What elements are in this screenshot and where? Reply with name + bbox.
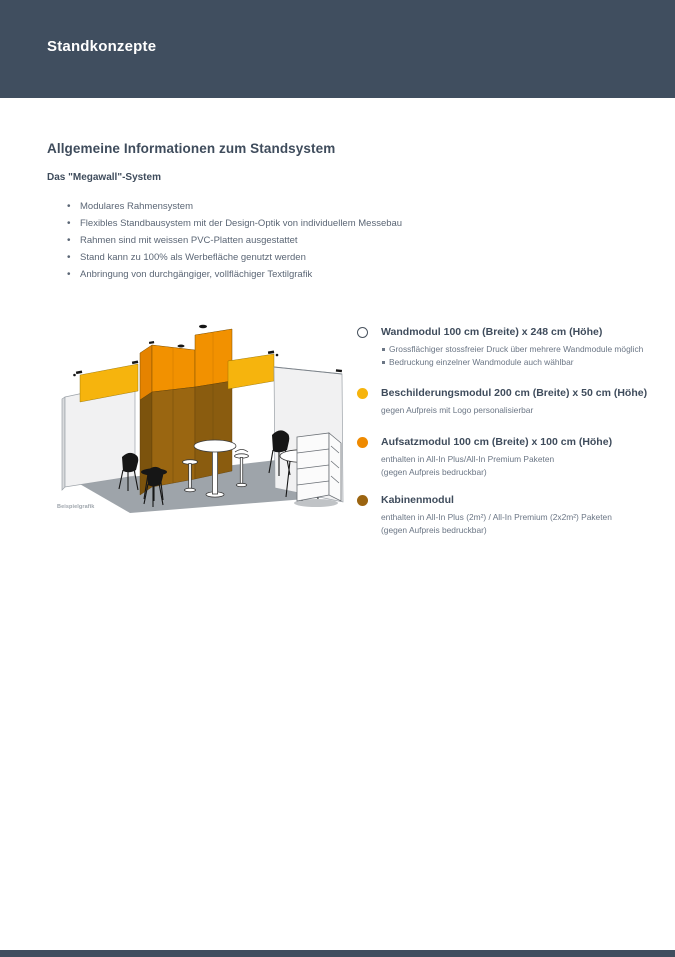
booth-furniture (118, 430, 342, 507)
bullet-item: Modulares Rahmensystem (67, 198, 487, 215)
legend-note: gegen Aufpreis mit Logo personalisierbar (381, 405, 534, 415)
legend-note: (gegen Aufpreis bedruckbar) (381, 467, 487, 477)
bar-table (193, 439, 237, 498)
section-heading: Allgemeine Informationen zum Standsystem (47, 141, 336, 156)
left-signage-band (73, 360, 139, 403)
orange-circle-icon (357, 437, 368, 448)
legend-item-aufsatzmodul: Aufsatzmodul 100 cm (Breite) x 100 cm (H… (357, 436, 662, 479)
booth-floor (78, 457, 330, 513)
bullet-item: Rahmen sind mit weissen PVC-Platten ausg… (67, 232, 487, 249)
right-signage-band (227, 350, 279, 390)
brown-circle-icon (357, 495, 368, 506)
legend-note: enthalten in All-In Plus (2m²) / All-In … (381, 512, 612, 522)
feature-bullet-list: Modulares Rahmensystem Flexibles Standba… (67, 198, 487, 283)
bullet-item: Flexibles Standbausystem mit der Design-… (67, 215, 487, 232)
legend-item-wandmodul: Wandmodul 100 cm (Breite) x 248 cm (Höhe… (357, 326, 662, 369)
legend-title: Kabinenmodul (381, 494, 454, 506)
legend-note: (gegen Aufpreis bedruckbar) (381, 525, 487, 535)
footer-bar (0, 950, 675, 957)
brochure-rack (294, 432, 342, 507)
illustration-caption: Beispielgrafik (57, 504, 95, 510)
spotlight-icon (177, 344, 185, 348)
legend-item-beschilderungsmodul: Beschilderungsmodul 200 cm (Breite) x 50… (357, 387, 662, 417)
yellow-circle-icon (357, 388, 368, 399)
legend-title: Aufsatzmodul 100 cm (Breite) x 100 cm (H… (381, 436, 613, 448)
bar-stool (182, 459, 198, 493)
section-subheading: Das "Megawall"-System (47, 172, 161, 183)
legend-title: Wandmodul 100 cm (Breite) x 248 cm (Höhe… (381, 326, 603, 338)
legend-note: enthalten in All-In Plus/All-In Premium … (381, 454, 555, 464)
booth-illustration: Beispielgrafik (57, 324, 344, 513)
spotlight-icon (199, 324, 207, 329)
legend-note: Bedruckung einzelner Wandmodule auch wäh… (381, 356, 662, 369)
page-header-bar: Standkonzepte (0, 0, 675, 98)
legend-item-kabinenmodul: Kabinenmodul enthalten in All-In Plus (2… (357, 494, 662, 537)
legend-title: Beschilderungsmodul 200 cm (Breite) x 50… (381, 387, 648, 399)
black-chair (143, 466, 164, 507)
page-title: Standkonzepte (47, 38, 157, 55)
bar-stool (234, 449, 249, 488)
bullet-item: Anbringung von durchgängiger, vollflächi… (67, 266, 487, 283)
black-chair (118, 452, 139, 491)
legend-note: Grossflächiger stossfreier Druck über me… (381, 343, 662, 356)
bullet-item: Stand kann zu 100% als Werbefläche genut… (67, 249, 487, 266)
white-circle-icon (357, 327, 368, 338)
